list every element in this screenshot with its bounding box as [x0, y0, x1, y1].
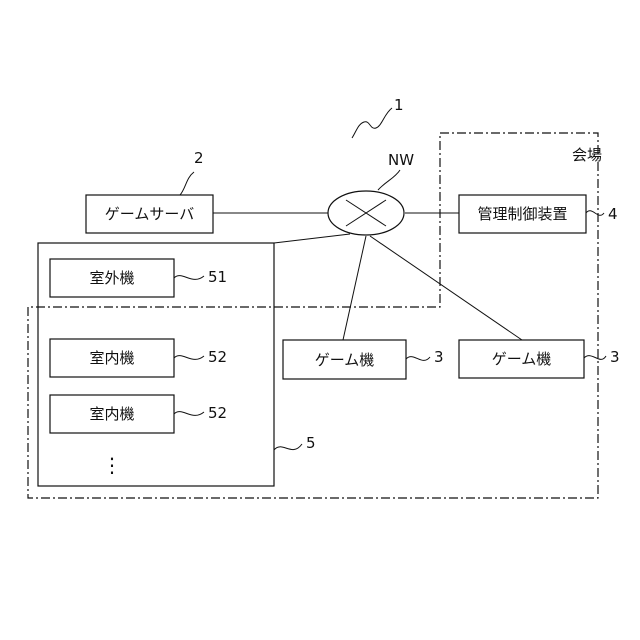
figure-ref-number: 1 [394, 96, 404, 114]
indoor-unit-1-ref-leader [174, 356, 204, 360]
indoor-unit-2-label: 室内機 [89, 405, 134, 423]
management-control-ref-leader [586, 211, 604, 216]
game-server-label: ゲームサーバ [105, 205, 194, 223]
outdoor-unit-ref: 51 [208, 268, 227, 286]
indoor-unit-2-ref-leader [174, 412, 204, 416]
game-machine-1-ref: 3 [434, 348, 444, 366]
venue-label: 会場 [572, 146, 602, 164]
outdoor-unit-label: 室外機 [89, 269, 134, 287]
indoor-unit-2-ref: 52 [208, 404, 227, 422]
indoor-unit-1-label: 室内機 [89, 349, 134, 367]
link-network-game-machine-2 [370, 236, 522, 340]
game-machine-1-ref-leader [406, 357, 430, 361]
network-label-leader [378, 170, 400, 190]
management-control-label: 管理制御装置 [477, 205, 567, 223]
indoor-unit-continuation: ⋮ [102, 453, 122, 477]
link-network-game-machine-1 [343, 236, 366, 340]
game-server-ref-leader [180, 172, 194, 195]
management-control-ref: 4 [608, 205, 618, 223]
outdoor-unit-ref-leader [174, 276, 204, 280]
air-conditioner-group-ref-leader [274, 444, 302, 450]
link-network-aircon [274, 234, 350, 243]
game-machine-2-label: ゲーム機 [492, 350, 552, 368]
indoor-unit-1-ref: 52 [208, 348, 227, 366]
game-server-ref: 2 [194, 149, 204, 167]
figure-ref-leader [352, 108, 392, 138]
network-label: NW [388, 151, 414, 169]
game-machine-2-ref: 3 [610, 348, 620, 366]
game-machine-1-label: ゲーム機 [315, 351, 375, 369]
air-conditioner-group-ref: 5 [306, 434, 316, 452]
game-machine-2-ref-leader [584, 356, 606, 360]
